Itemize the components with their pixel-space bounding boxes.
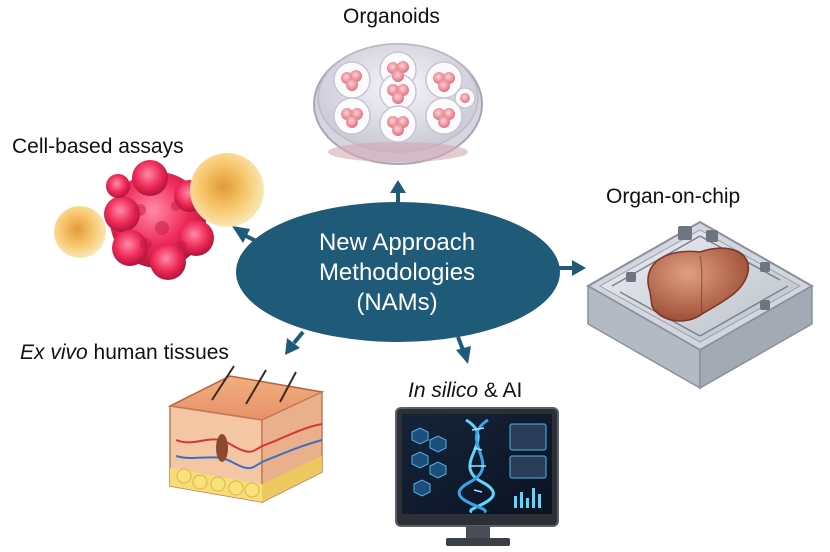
center-label-line-3: (NAMs) — [356, 289, 438, 316]
organoids-label: Organoids — [343, 5, 440, 28]
ex-vivo-label-italic: Ex vivo — [20, 341, 88, 364]
arrow-to-in-silico — [456, 336, 471, 364]
arrow-to-organ-on-chip — [558, 260, 586, 276]
in-silico-label-rest: & AI — [478, 379, 523, 402]
center-label-line-1: New Approach — [318, 229, 476, 256]
center-ellipse — [236, 202, 560, 342]
ex-vivo-tissue-illustration — [167, 365, 325, 504]
organ-on-chip-label: Organ-on-chip — [606, 185, 741, 208]
ex-vivo-label: Ex vivo human tissues — [20, 342, 229, 363]
center-label-line-2: Methodologies — [318, 259, 476, 286]
in-silico-label-italic: In silico — [408, 379, 479, 402]
ex-vivo-label-rest: human tissues — [87, 341, 229, 364]
in-silico-illustration — [395, 407, 559, 546]
organoids-illustration — [313, 43, 483, 165]
cell-based-assays-illustration — [54, 153, 264, 280]
organ-on-chip-illustration — [585, 220, 815, 390]
cell-based-assays-label: Cell-based assays — [12, 135, 184, 158]
center-label: New Approach Methodologies (NAMs) — [252, 228, 542, 318]
arrow-to-ex-vivo — [285, 330, 305, 355]
in-silico-label: In silico & AI — [408, 380, 522, 401]
